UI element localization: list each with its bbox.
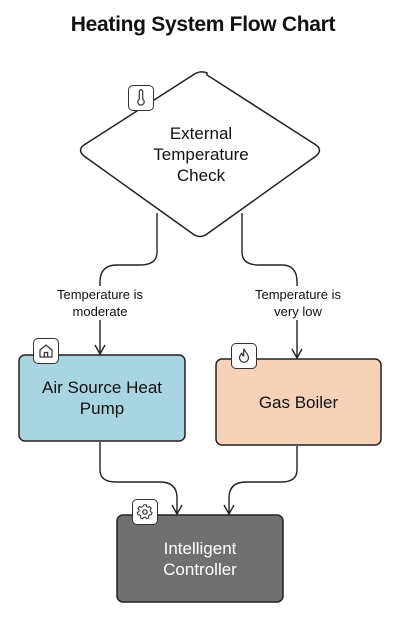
decision-diamond	[79, 71, 321, 238]
heat-pump-label: Air Source Heat Pump	[42, 378, 162, 418]
gear-icon	[132, 499, 158, 525]
connector-heat-pump-to-controller	[99, 442, 183, 516]
house-icon	[33, 338, 59, 364]
connector-decision-to-gas-boiler	[241, 213, 303, 360]
edge-label-very-low: Temperature is very low	[238, 286, 358, 320]
heat-pump-box	[18, 354, 186, 442]
controller-box	[116, 514, 284, 603]
gas-boiler-label: Gas Boiler	[258, 392, 339, 412]
thermometer-icon	[128, 85, 154, 111]
gas-boiler-box	[215, 358, 382, 446]
connector-gas-boiler-to-controller	[223, 446, 298, 516]
edge-label-moderate: Temperature is moderate	[40, 286, 160, 320]
decision-label: External Temperature Check	[153, 123, 249, 185]
diagram-title: Heating System Flow Chart	[70, 13, 336, 36]
connector-decision-to-heat-pump	[94, 213, 158, 356]
flame-icon	[231, 343, 257, 369]
controller-label: Intelligent Controller	[163, 538, 237, 579]
